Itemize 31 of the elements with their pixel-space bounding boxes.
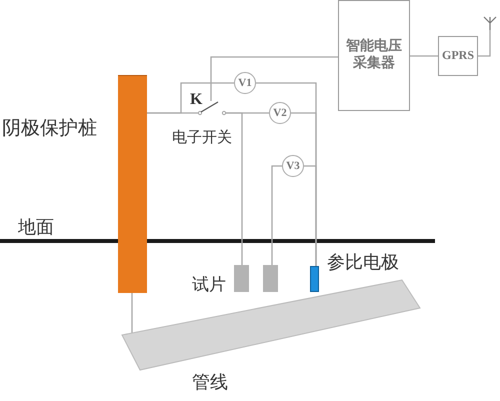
wire (210, 56, 338, 101)
wire (410, 55, 438, 57)
box-label: GPRS (442, 49, 474, 63)
wire (304, 165, 317, 266)
pipeline-band (120, 278, 422, 372)
ground-label: 地面 (18, 218, 54, 236)
wire (478, 30, 491, 57)
collector-box (338, 0, 410, 111)
coupon-bar (263, 265, 278, 292)
coupon-label: 试片 (192, 276, 226, 293)
wire (226, 112, 243, 265)
meter-label: V3 (286, 160, 300, 172)
meter-label: V1 (238, 76, 252, 90)
voltmeter-circle (282, 155, 304, 177)
switch-caption: 电子开关 (172, 131, 232, 146)
module-box (438, 36, 478, 76)
box-label: 智能电压采集器 (345, 39, 403, 72)
pipeline-label: 管线 (192, 373, 228, 391)
voltmeter-circle (269, 102, 291, 124)
electrode-label: 参比电极 (327, 253, 399, 271)
antenna-icon (483, 16, 497, 30)
voltmeter-circle (234, 72, 256, 94)
pile-label: 阴极保护桩 (2, 119, 97, 138)
reference-electrode (310, 266, 319, 292)
meter-label: V2 (273, 106, 287, 120)
coupon-bar (234, 265, 249, 292)
wire (271, 165, 282, 265)
wire (147, 82, 234, 114)
switch-label: K (190, 92, 202, 108)
protection-pile (118, 75, 147, 293)
wire (131, 293, 133, 334)
